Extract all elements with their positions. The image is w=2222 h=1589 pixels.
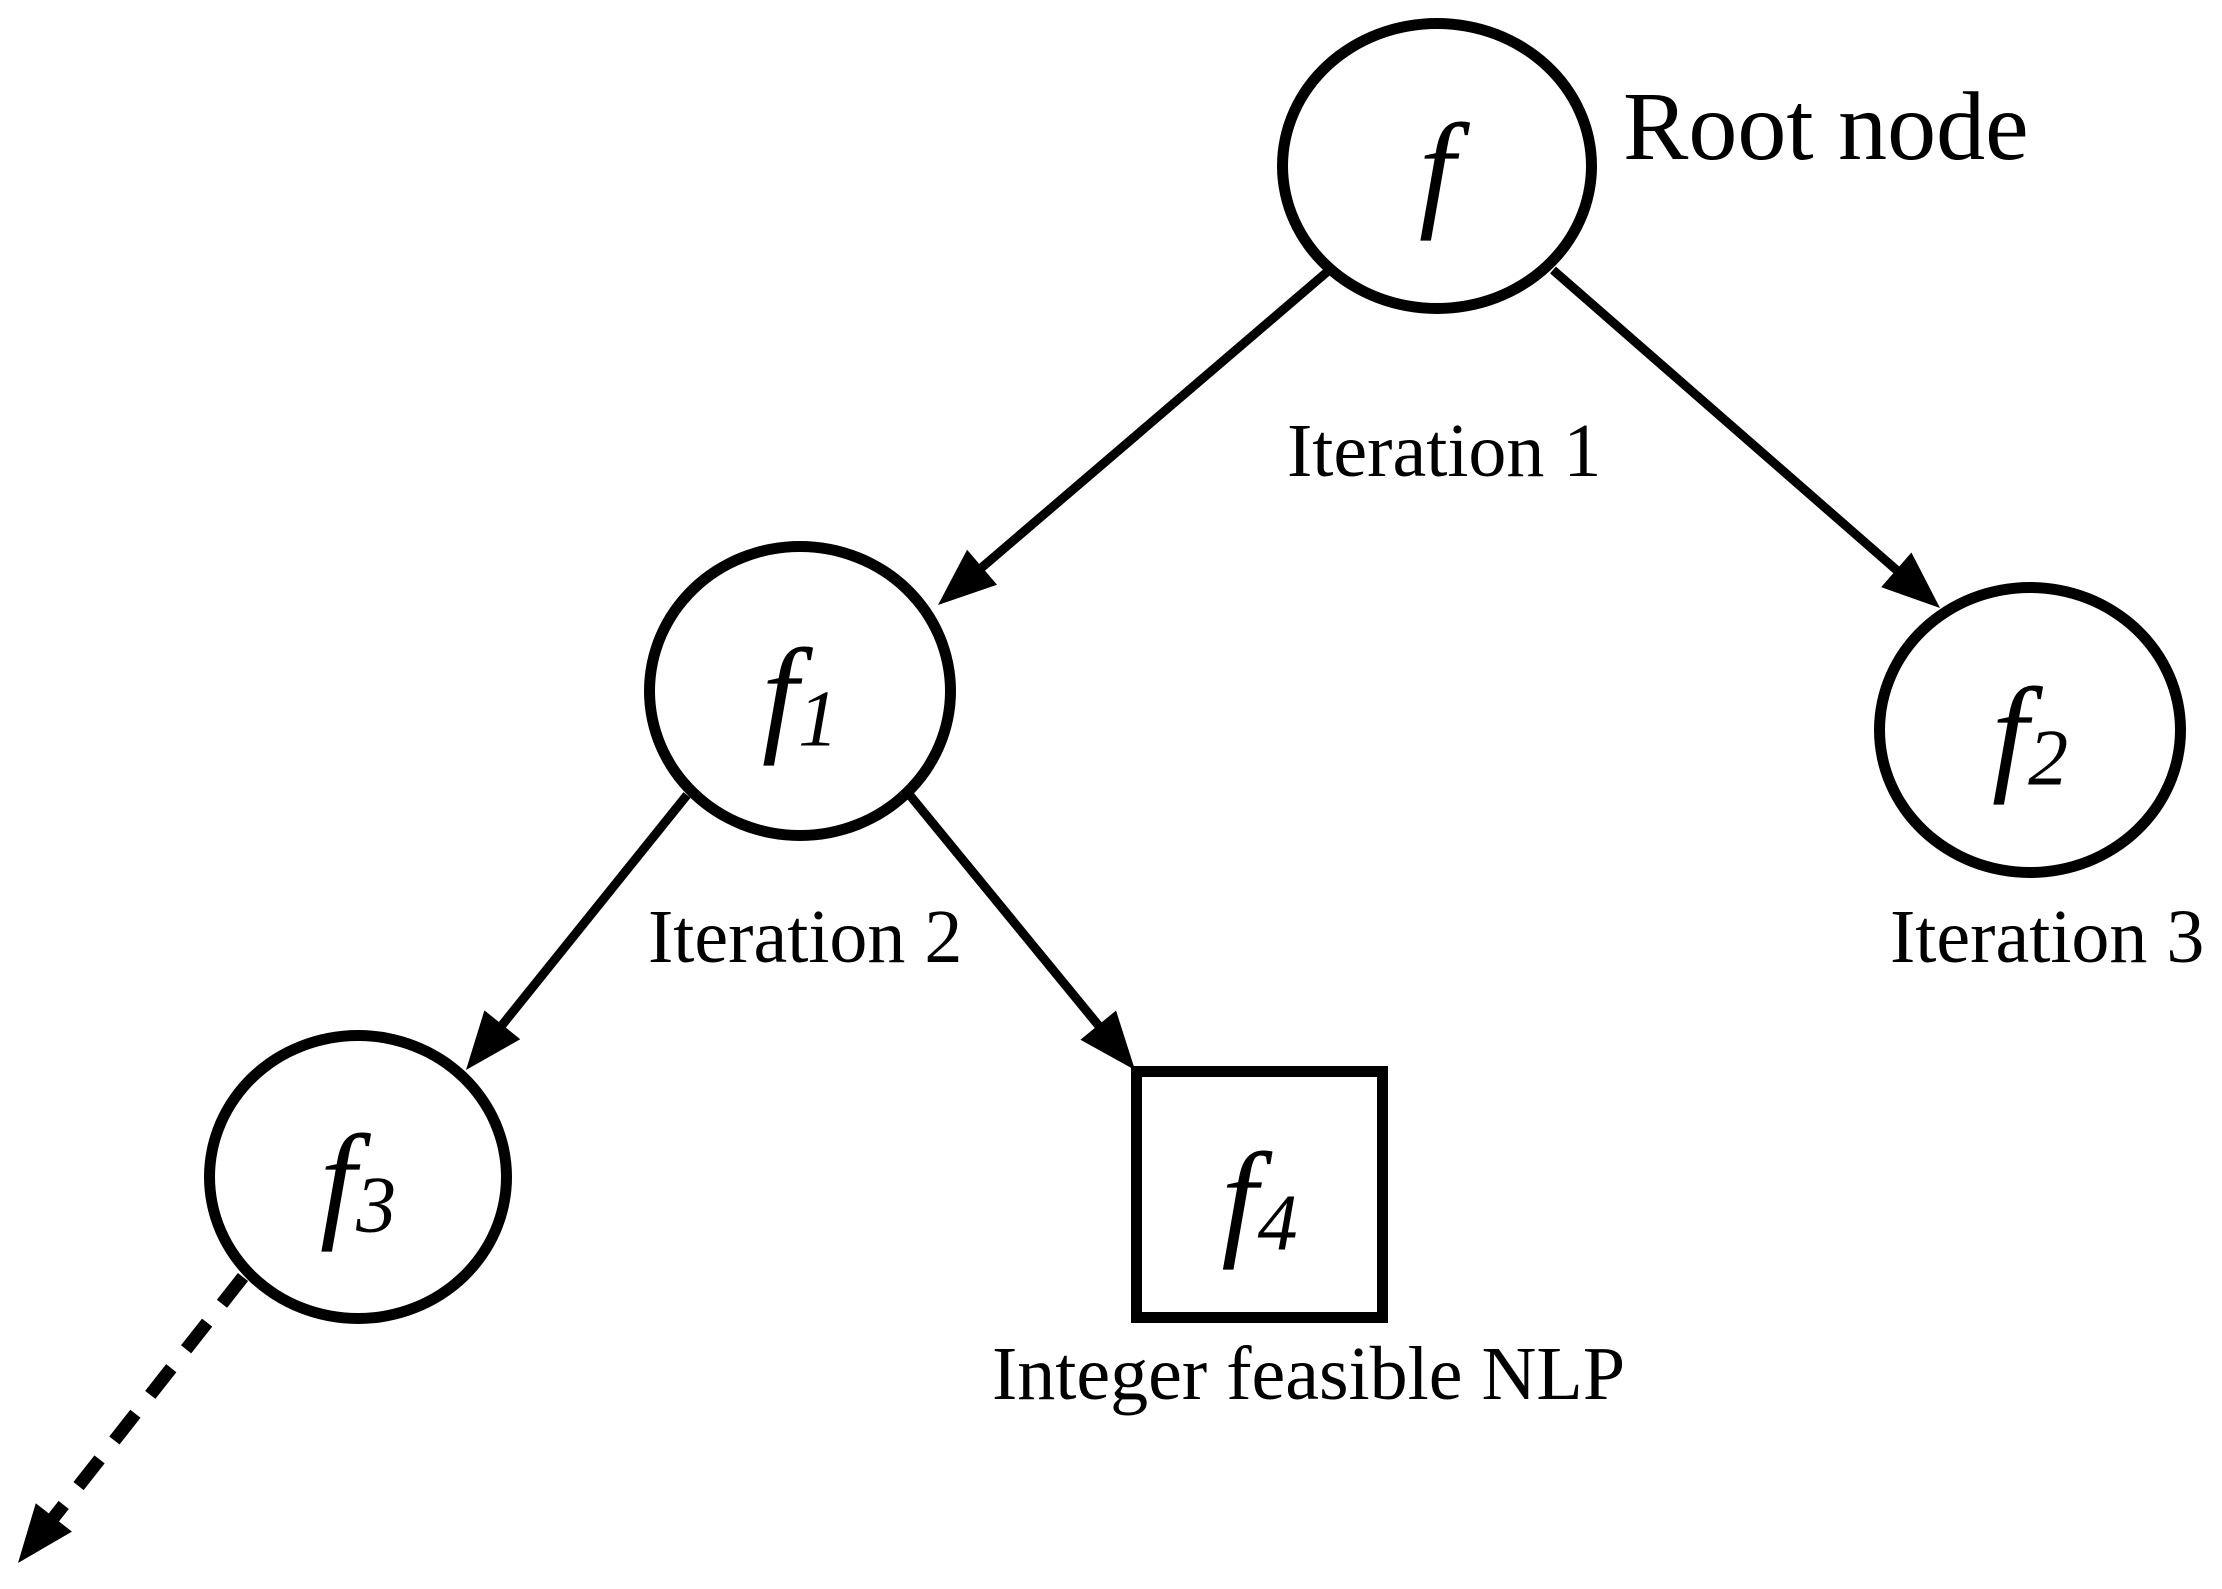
edge-root-to-f2: [1550, 266, 1940, 608]
node-root-letter: f: [1418, 98, 1456, 242]
edge-root-to-f2-arrowhead: [1881, 552, 1940, 608]
node-root-label: f: [1419, 105, 1455, 235]
edge-f1-to-f3-arrowhead: [466, 1010, 521, 1070]
edge-f1-to-f3-line: [491, 792, 691, 1037]
node-root: f: [1277, 18, 1597, 314]
edge-f1-to-f4: [904, 790, 1135, 1070]
node-f2-letter: f: [1991, 662, 2029, 806]
node-f1-subscript: 1: [798, 675, 839, 764]
edge-root-to-f1-line: [970, 268, 1330, 579]
edge-root-to-f1-arrowhead: [938, 549, 998, 605]
edge-f3-continuation-line: [41, 1272, 249, 1531]
node-f3-subscript: 3: [356, 1161, 397, 1250]
node-f4-subscript: 4: [1257, 1179, 1298, 1268]
label-iteration-2: Iteration 2: [648, 895, 963, 979]
edge-f1-to-f3: [466, 792, 691, 1070]
edge-root-to-f1: [938, 268, 1330, 605]
node-f1-letter: f: [761, 623, 799, 767]
node-f4-letter: f: [1221, 1126, 1258, 1271]
label-root-node: Root node: [1623, 73, 2029, 181]
node-f2-subscript: 2: [2028, 714, 2069, 803]
edge-root-to-f2-line: [1550, 266, 1909, 582]
edge-f3-continuation-arrowhead: [18, 1503, 72, 1563]
edge-f1-to-f4-arrowhead: [1080, 1010, 1135, 1070]
node-f3-letter: f: [319, 1109, 357, 1253]
label-iteration-1: Iteration 1: [1287, 409, 1602, 493]
label-integer-feasible-nlp: Integer feasible NLP: [992, 1332, 1626, 1416]
edge-f1-to-f4-line: [904, 790, 1110, 1038]
label-iteration-3: Iteration 3: [1890, 895, 2205, 979]
edge-f3-continuation-dashed: [18, 1272, 249, 1563]
